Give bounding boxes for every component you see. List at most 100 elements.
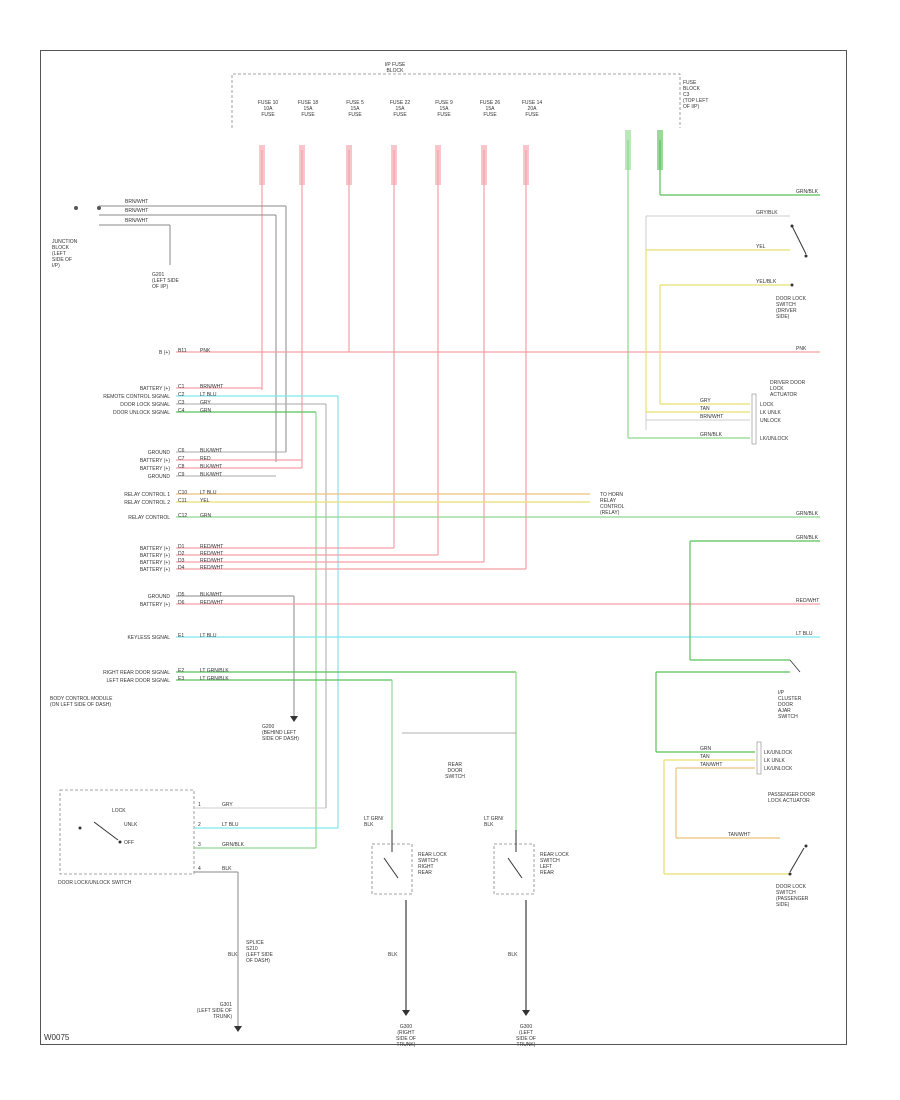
pin-wire: BLK/WHT [200,464,222,470]
door-lock-switch: DOOR LOCK/UNLOCK SWITCH LOCK UNLK OFF BL… [58,789,338,1032]
pin-code: C9 [178,472,185,478]
pin-code: C1 [178,384,185,390]
driver-actuator-row: LK/UNLOCK [760,436,789,442]
right-wire-tag: GRN/BLK [796,535,819,541]
pin-code: C8 [178,464,185,470]
pin-code: D3 [178,558,185,564]
pin-label: BATTERY (+) [140,560,170,566]
page-code: W0075 [44,1033,70,1042]
pin-code: D6 [178,600,185,606]
pin-code: D5 [178,592,185,598]
pin-wire: LT GRN/BLK [200,676,229,682]
switch-pos-off: OFF [124,840,134,846]
rear-switch-1-top-wire: LT GRN/BLK [364,816,384,828]
pin-label: RELAY CONTROL 2 [124,500,170,506]
switch-pos-lock: LOCK [112,808,126,814]
switch-pin-number: 2 [198,822,201,828]
right-wire-tag: GRN/BLK [796,511,819,517]
pin-wire: BLK/WHT [200,472,222,478]
lock-switch-top-wire: YEL [756,244,766,250]
module-label: BODY CONTROL MODULE(ON LEFT SIDE OF DASH… [50,696,113,708]
pin-wire: RED/WHT [200,600,223,606]
pin-label: RELAY CONTROL 1 [124,492,170,498]
junction-wire-2: BRN/WHT [125,208,148,214]
fuse-wires [259,130,820,569]
passenger-actuator-wire: TAN [700,754,710,760]
pin-wire: GRY [200,400,211,406]
pin-label: REMOTE CONTROL SIGNAL [103,394,170,400]
pin-wire: BLK/WHT [200,592,222,598]
pin-label: BATTERY (+) [140,602,170,608]
passenger-actuator-wire: GRN [700,746,712,752]
lock-switch-bottom-wire: TAN/WHT [728,832,750,838]
pin-label: RIGHT REAR DOOR SIGNAL [103,670,170,676]
pin-label: DOOR UNLOCK SIGNAL [113,410,170,416]
pin-label: KEYLESS SIGNAL [127,635,170,641]
pin-label: BATTERY (+) [140,553,170,559]
switch-pin-wire: BLK [222,866,232,872]
pin-wire: PNK [200,348,211,354]
pin-code: C12 [178,513,187,519]
diagram-frame [40,50,847,1045]
pin-label: GROUND [148,474,171,480]
driver-actuator-wire: GRN/BLK [700,432,723,438]
switch-pin-number: 4 [198,866,201,872]
switch-pin-number: 3 [198,842,201,848]
pin-label: LEFT REAR DOOR SIGNAL [106,678,170,684]
pin-wire: RED [200,456,211,462]
pin-label: RELAY CONTROL [128,515,170,521]
pin-wire: LT BLU [200,490,217,496]
pin-wire: LT BLU [200,633,217,639]
junction-wire-1: BRN/WHT [125,199,148,205]
passenger-actuator-row: LK UNLK [764,758,786,764]
lock-switch-top-wire: YEL/BLK [756,279,777,285]
pin-wire: RED/WHT [200,544,223,550]
rear-switch-1-bottom-wire: BLK [388,952,398,958]
driver-actuator-row: LOCK [760,402,774,408]
pin-code: C4 [178,408,185,414]
pin-code: C3 [178,400,185,406]
pin-wire: GRN [200,513,212,519]
pin-label: BATTERY (+) [140,458,170,464]
switch-pin-wire: LT BLU [222,822,239,828]
switch-pos-unlk: UNLK [124,822,138,828]
pin-wire: RED/WHT [200,551,223,557]
pin-label: GROUND [148,594,171,600]
pin-label: GROUND [148,450,171,456]
pin-wire: GRN [200,408,212,414]
pin-code: E3 [178,676,184,682]
driver-actuator-row: LK UNLK [760,410,782,416]
right-wire-tag: PNK [796,346,807,352]
pin-code: B11 [178,348,187,354]
lock-switch-top-wire: GRY/BLK [756,210,778,216]
switch-title: DOOR LOCK/UNLOCK SWITCH [58,880,132,886]
switch-pin-wire: GRN/BLK [222,842,245,848]
pin-code: D2 [178,551,185,557]
right-wire-tag: GRN/BLK [796,189,819,195]
right-wire-tag: RED/WHT [796,598,819,604]
pin-code: C7 [178,456,185,462]
pin-wire: RED/WHT [200,558,223,564]
